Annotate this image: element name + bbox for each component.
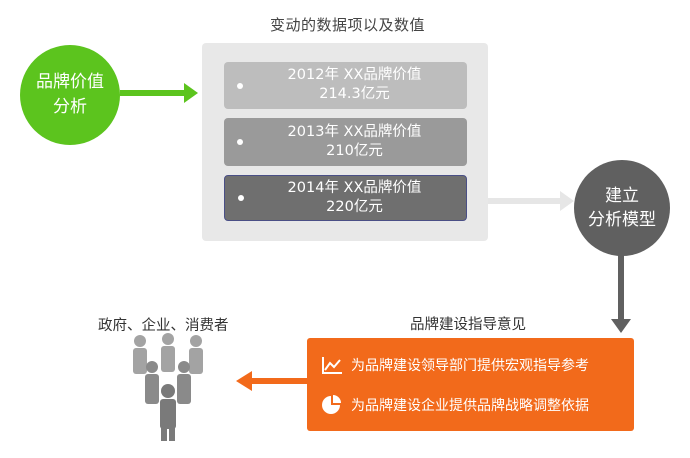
guidance-item-text: 为品牌建设领导部门提供宏观指导参考 <box>351 358 589 374</box>
brand-circle-line2: 分析 <box>53 97 87 117</box>
pie-chart-icon <box>321 395 343 415</box>
audience-title: 政府、企业、消费者 <box>98 318 229 334</box>
model-circle-line2: 分析模型 <box>588 210 656 230</box>
line-chart-icon <box>321 355 343 375</box>
guidance-box: 为品牌建设领导部门提供宏观指导参考 为品牌建设企业提供品牌战略调整依据 <box>307 338 634 431</box>
green-arrow <box>120 83 198 103</box>
bullet-icon <box>238 195 244 201</box>
data-row-label: 2012年 XX品牌价值 <box>287 67 422 83</box>
brand-value-analysis-node: 品牌价值 分析 <box>20 45 120 145</box>
build-model-node: 建立 分析模型 <box>574 160 670 256</box>
gray-arrow <box>488 191 574 211</box>
bullet-icon <box>237 139 243 145</box>
panel-title: 变动的数据项以及数值 <box>269 16 425 34</box>
data-row-value: 214.3亿元 <box>319 86 390 102</box>
guidance-title: 品牌建设指导意见 <box>410 317 526 333</box>
people-group-icon <box>133 333 203 441</box>
data-row-value: 220亿元 <box>326 199 383 215</box>
data-row-2014: 2014年 XX品牌价值 220亿元 <box>224 175 467 221</box>
data-items-panel: 2012年 XX品牌价值 214.3亿元 2013年 XX品牌价值 210亿元 … <box>202 43 488 241</box>
bullet-icon <box>237 82 243 89</box>
data-row-2012: 2012年 XX品牌价值 214.3亿元 <box>224 62 467 109</box>
data-row-value: 210亿元 <box>326 143 383 159</box>
guidance-item: 为品牌建设企业提供品牌战略调整依据 <box>321 395 589 415</box>
guidance-item-text: 为品牌建设企业提供品牌战略调整依据 <box>351 398 589 414</box>
down-arrow <box>611 255 631 333</box>
guidance-item: 为品牌建设领导部门提供宏观指导参考 <box>321 355 589 375</box>
brand-circle-line1: 品牌价值 <box>36 72 104 92</box>
orange-arrow <box>236 371 308 391</box>
model-circle-line1: 建立 <box>605 186 639 206</box>
data-row-label: 2014年 XX品牌价值 <box>287 180 422 196</box>
data-row-2013: 2013年 XX品牌价值 210亿元 <box>224 118 467 166</box>
data-row-label: 2013年 XX品牌价值 <box>287 124 422 140</box>
